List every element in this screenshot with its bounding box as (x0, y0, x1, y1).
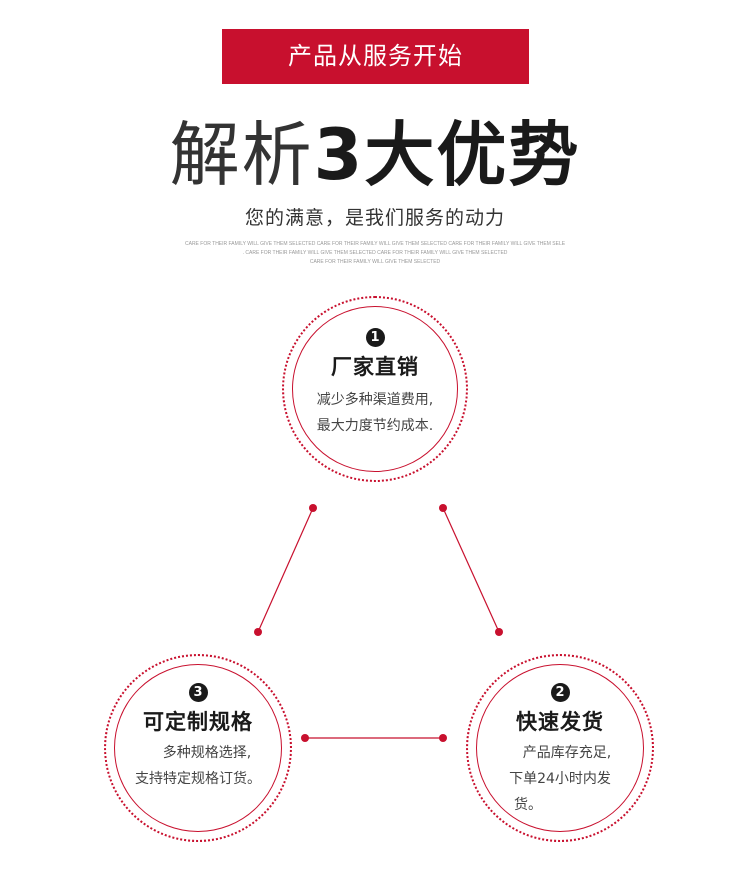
advantage-circle-outer-3 (104, 654, 292, 842)
advantage-desc-line: 下单24小时内发 (509, 771, 611, 787)
number-badge: 1 (365, 328, 385, 347)
connector-right (442, 507, 500, 633)
number-badge: 2 (550, 683, 570, 702)
advantage-title: 厂家直销 (331, 355, 419, 379)
advantage-desc-line: 减少多种渠道费用, (316, 392, 434, 408)
connector-left (257, 507, 314, 633)
advantage-card-3: 3 可定制规格 多种规格选择, 支持特定规格订货。 (114, 681, 282, 792)
advantage-desc-line: 货。 (514, 797, 542, 813)
connector-dot (254, 628, 262, 636)
advantage-card-2: 2 快速发货 产品库存充足, 下单24小时内发 货。 (476, 681, 644, 818)
advantage-title: 快速发货 (516, 710, 604, 734)
advantage-circle-inner-3 (114, 664, 282, 832)
header-banner: 产品从服务开始 (222, 29, 529, 84)
decorative-english-line-3: CARE FOR THEIR FAMILY WILL GIVE THEM SEL… (309, 259, 441, 265)
advantage-circle-outer-1 (282, 296, 468, 482)
advantage-card-1: 1 厂家直销 减少多种渠道费用, 最大力度节约成本. (292, 326, 458, 439)
banner-label: 产品从服务开始 (288, 42, 463, 70)
connector-dot (439, 734, 447, 742)
title-bold-text: 3大优势 (313, 114, 581, 196)
subtitle: 您的满意，是我们服务的动力 (244, 207, 505, 229)
connector-dot (495, 628, 503, 636)
connector-dot (301, 734, 309, 742)
decorative-english-line-1: CARE FOR THEIR FAMILY WILL GIVE THEM SEL… (185, 241, 565, 247)
advantage-desc-line: 最大力度节约成本. (316, 418, 434, 434)
page-title: 解析3大优势 (0, 110, 750, 200)
decorative-english-line-2: . CARE FOR THEIR FAMILY WILL GIVE THEM S… (242, 250, 508, 256)
connector-dot (309, 504, 317, 512)
advantage-desc-line: 支持特定规格订货。 (135, 771, 261, 787)
advantage-title: 可定制规格 (143, 710, 253, 734)
advantage-desc-line: 多种规格选择, (162, 745, 252, 761)
title-light-text: 解析 (169, 114, 314, 196)
connector-dot (439, 504, 447, 512)
number-badge: 3 (188, 683, 208, 702)
advantage-circle-outer-2 (466, 654, 654, 842)
advantage-desc-line: 产品库存充足, (522, 745, 612, 761)
